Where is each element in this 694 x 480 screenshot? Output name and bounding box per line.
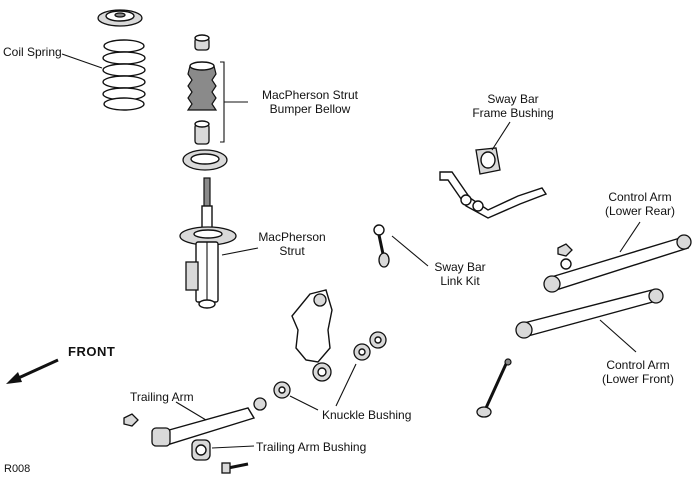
label-front: FRONT (68, 344, 116, 359)
label-control-arm-lower-front: Control Arm (Lower Front) (588, 358, 688, 386)
small-nut (123, 413, 139, 427)
sway-bar-frame-bushing (475, 147, 501, 175)
sway-bushing-leader (491, 121, 511, 151)
steering-knuckle (291, 289, 333, 382)
long-bolt (476, 358, 512, 418)
label-control-arm-lower-front-line1: Control Arm (606, 358, 670, 372)
trailing-arm (151, 397, 267, 447)
label-diagram-code: R008 (4, 463, 31, 475)
strut-leader (221, 247, 259, 256)
label-sway-bar-frame-bushing: Sway Bar Frame Bushing (458, 92, 568, 120)
control-front-leader (599, 319, 637, 353)
trailing-arm-leader (175, 401, 207, 421)
upper-spring-seat (97, 9, 143, 27)
control-arm-lower-rear (543, 234, 692, 293)
strut-bumper-bellow (186, 34, 218, 145)
label-macpherson-strut: MacPherson Strut (252, 230, 332, 258)
label-sway-bar-frame-bushing-line1: Sway Bar (487, 92, 539, 106)
label-macpherson-strut-line2: Strut (279, 244, 305, 258)
front-arrow-icon (6, 358, 59, 384)
label-sway-bar-link-kit: Sway Bar Link Kit (418, 260, 502, 288)
label-strut-bumper-bellow-line1: MacPherson Strut (261, 88, 359, 102)
spring-seat-ring (182, 149, 228, 171)
label-sway-bar-frame-bushing-line2: Frame Bushing (472, 106, 554, 120)
label-control-arm-lower-rear: Control Arm (Lower Rear) (592, 190, 688, 218)
sway-bar (439, 171, 548, 219)
label-trailing-arm-bushing: Trailing Arm Bushing (256, 440, 367, 454)
trailing-bushing-leader (211, 445, 255, 449)
small-bolt (221, 462, 249, 474)
label-coil-spring: Coil Spring (3, 45, 62, 59)
sway-bar-link (373, 224, 390, 268)
link-kit-leader (391, 235, 429, 267)
label-strut-bumper-bellow-line2: Bumper Bellow (269, 102, 351, 116)
trailing-arm-bushing (191, 439, 211, 461)
coil-spring (102, 39, 146, 111)
knuckle-bushings (273, 331, 387, 399)
coil-spring-leader (61, 53, 103, 69)
label-macpherson-strut-line1: MacPherson (258, 230, 326, 244)
label-control-arm-lower-front-line2: (Lower Front) (601, 372, 675, 386)
control-rear-leader (619, 221, 641, 253)
label-trailing-arm: Trailing Arm (130, 390, 194, 404)
label-control-arm-lower-rear-line2: (Lower Rear) (604, 204, 676, 218)
control-arm-lower-front (515, 288, 664, 339)
label-knuckle-bushing: Knuckle Bushing (322, 408, 412, 422)
macpherson-strut (179, 177, 237, 309)
knuckle-bushing-leader-1 (335, 363, 357, 407)
label-strut-bumper-bellow: MacPherson Strut Bumper Bellow (250, 88, 370, 116)
label-sway-bar-link-kit-line1: Sway Bar (434, 260, 486, 274)
bellow-bracket (220, 61, 225, 143)
label-control-arm-lower-rear-line1: Control Arm (608, 190, 672, 204)
label-sway-bar-link-kit-line2: Link Kit (440, 274, 480, 288)
knuckle-bushing-leader-2 (289, 395, 319, 411)
